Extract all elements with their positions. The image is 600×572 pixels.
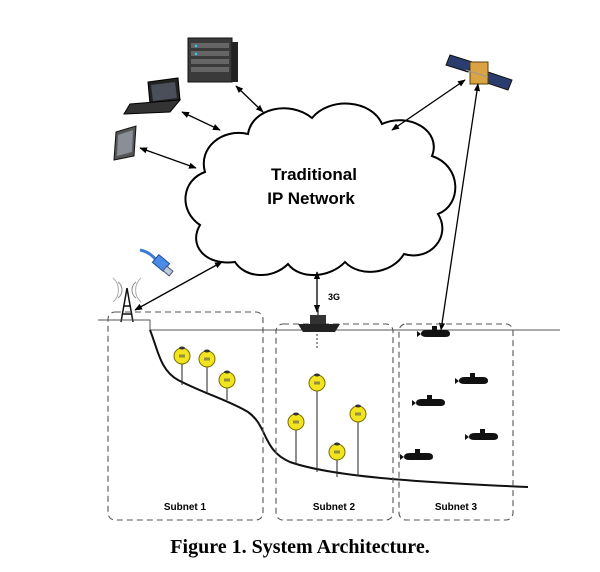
sea-surface-line xyxy=(98,319,560,331)
sensor-buoy-icon xyxy=(173,346,191,385)
subnet-1-label: Subnet 1 xyxy=(164,502,207,513)
server-icon xyxy=(187,37,238,83)
tower-cloud-link xyxy=(134,261,223,311)
cloud-title-line1: Traditional xyxy=(271,165,357,184)
laptop-icon xyxy=(123,77,182,115)
sensor-buoy-icon xyxy=(328,442,346,477)
seabed-line xyxy=(149,329,529,488)
submarine-icon xyxy=(455,373,488,384)
satellite-auv-link xyxy=(438,83,481,331)
figure-caption: Figure 1. System Architecture. xyxy=(170,536,429,558)
3g-link-label: 3G xyxy=(328,292,340,302)
satellite-icon xyxy=(445,54,513,91)
sensor-buoy-icon xyxy=(198,349,216,392)
satellite-cloud-link xyxy=(391,79,466,131)
ship-icon xyxy=(298,306,340,350)
subnet-1-boundary xyxy=(107,311,264,521)
sensor-buoy-icon xyxy=(308,373,326,472)
phone-cloud-link xyxy=(139,147,197,169)
smartphone-icon xyxy=(113,125,137,161)
subnet-3-label: Subnet 3 xyxy=(435,502,478,513)
server-cloud-link xyxy=(235,85,264,113)
subnet-2-label: Subnet 2 xyxy=(313,502,356,513)
submarine-icon xyxy=(412,395,445,406)
sensor-buoy-icon xyxy=(349,404,367,476)
cloud-title-line2: IP Network xyxy=(267,189,355,208)
submarine-icon xyxy=(465,429,498,440)
laptop-cloud-link xyxy=(181,111,221,131)
sensor-buoy-icon xyxy=(218,370,236,400)
ethernet-cable-icon xyxy=(139,248,174,277)
subnet-3-boundary xyxy=(398,323,514,521)
radio-tower-icon xyxy=(112,277,142,323)
submarine-icon xyxy=(400,449,433,460)
sensor-buoy-icon xyxy=(287,412,305,465)
submarine-icon xyxy=(417,326,450,337)
